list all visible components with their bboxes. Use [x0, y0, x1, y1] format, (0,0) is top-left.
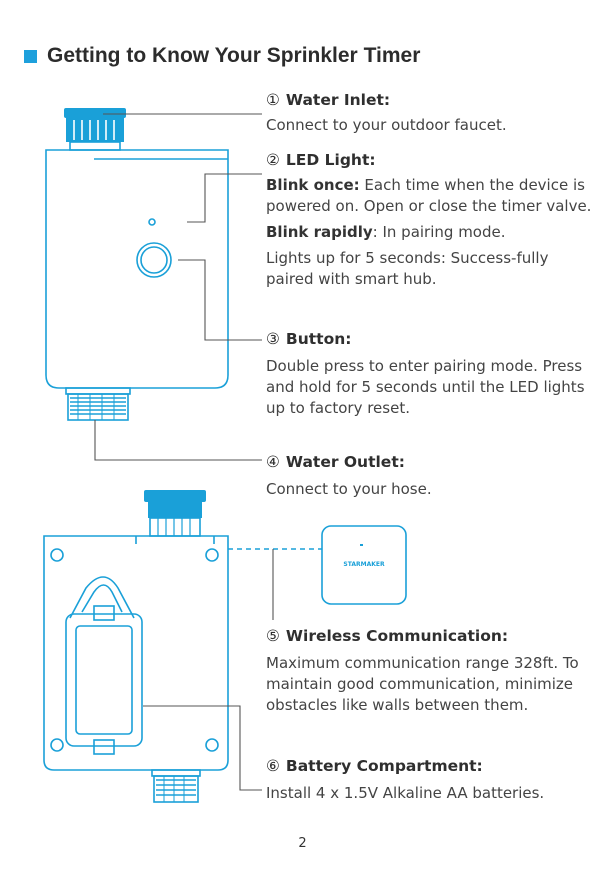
- screw-hole: [205, 548, 219, 562]
- wireless-text: Maximum communication range 328ft. To ma…: [266, 654, 579, 714]
- page-number: 2: [298, 836, 307, 851]
- page-title: Getting to Know Your Sprinkler Timer: [47, 44, 421, 67]
- led-blink-once: Blink once: Each time when the device is…: [266, 176, 592, 215]
- button-text: Double press to enter pairing mode. Pres…: [266, 357, 585, 417]
- hub-brand-label: STARMAKER: [343, 561, 385, 568]
- smart-hub: [321, 525, 407, 605]
- section-header: Getting to Know Your Sprinkler Timer: [24, 44, 420, 68]
- pairing-button: [136, 242, 172, 278]
- led-lights-up: Lights up for 5 seconds: Success-fully p…: [266, 249, 549, 288]
- timer-body-back: [43, 535, 229, 771]
- back-outlet-thread: [151, 769, 201, 803]
- header-square-icon: [24, 49, 37, 63]
- water-outlet-thread: [65, 387, 131, 421]
- back-inlet-connector: [144, 490, 206, 537]
- leader-lines: [94, 113, 274, 791]
- led-blink-rapid: Blink rapidly: In pairing mode.: [266, 223, 506, 241]
- water-inlet-text: Connect to your outdoor faucet.: [266, 116, 507, 134]
- battery-compartment: [65, 576, 143, 755]
- screw-hole: [205, 738, 219, 752]
- water-inlet-connector: [64, 108, 126, 151]
- screw-hole: [50, 738, 64, 752]
- led-dot: [148, 218, 156, 226]
- timer-body-front: [45, 149, 229, 389]
- water-outlet-text: Connect to your hose.: [266, 480, 432, 498]
- battery-text: Install 4 x 1.5V Alkaline AA batteries.: [266, 784, 545, 802]
- screw-hole: [50, 548, 64, 562]
